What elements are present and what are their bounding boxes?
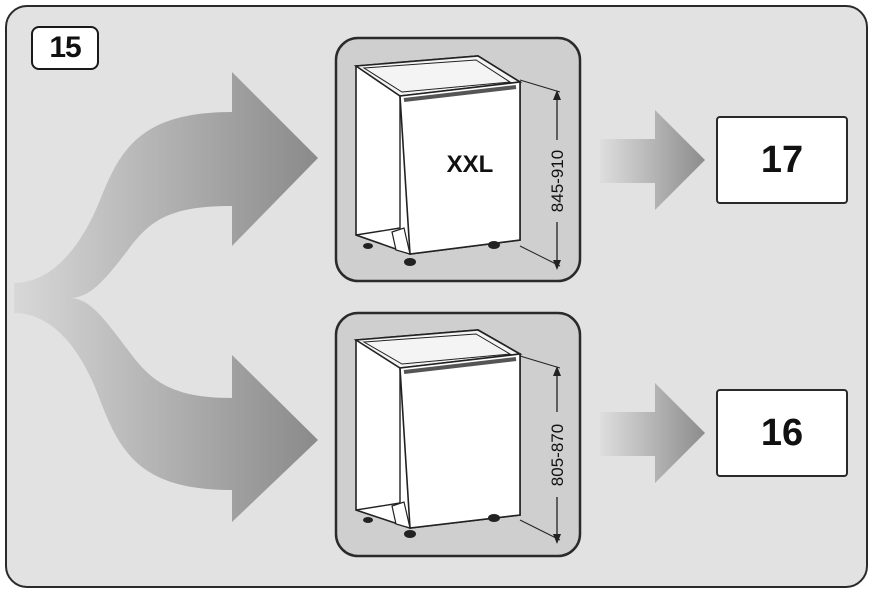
split-arrow-icon (14, 72, 318, 522)
go-to-step-17-box: 17 (716, 116, 848, 204)
go-to-step-16-box: 16 (716, 389, 848, 477)
step-number-badge: 15 (31, 26, 99, 70)
height-dimension-standard: 805-870 (519, 355, 567, 544)
xxl-label: XXL (447, 151, 494, 178)
height-range-xxl: 845-910 (548, 150, 567, 212)
dishwasher-standard-icon (353, 329, 523, 538)
arrow-right-icon (600, 110, 705, 210)
height-range-standard: 805-870 (548, 424, 567, 486)
dishwasher-xxl-icon (353, 55, 523, 266)
dishwasher-standard-panel: 805-870 (334, 311, 582, 558)
height-dimension-xxl: 845-910 (519, 79, 567, 270)
arrow-right-icon (600, 383, 705, 483)
dishwasher-xxl-panel: XXL 845-910 (334, 36, 582, 283)
